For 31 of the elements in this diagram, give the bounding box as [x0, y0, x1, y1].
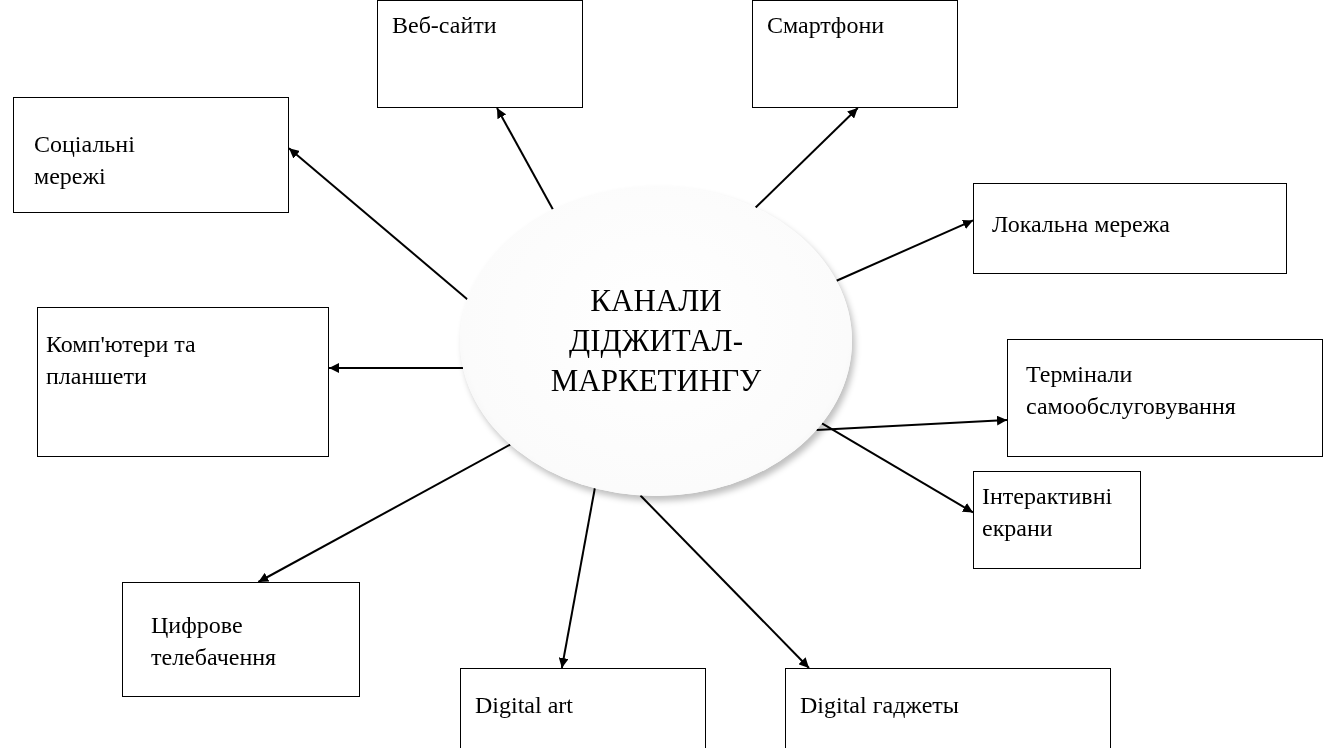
- arrow: [558, 487, 596, 669]
- arrow: [257, 443, 512, 583]
- channel-box: [785, 668, 1111, 748]
- channel-box: [377, 0, 583, 108]
- channel-box: [122, 582, 360, 697]
- channel-label: Digital гаджеты: [800, 691, 960, 720]
- channel-label: Соціальні мережі: [34, 130, 136, 192]
- ellipse-title: КАНАЛИ ДІДЖИТАЛ-МАРКЕТИНГУ: [549, 281, 763, 401]
- arrow: [496, 107, 554, 211]
- arrow: [821, 422, 974, 514]
- channel-box: [973, 183, 1287, 274]
- channel-box: [973, 471, 1141, 569]
- channel-box: [752, 0, 958, 108]
- channel-box: [460, 668, 706, 748]
- arrow: [639, 494, 810, 669]
- arrow: [815, 415, 1008, 431]
- channel-label: Інтерактивні екрани: [982, 482, 1114, 544]
- arrow: [754, 107, 859, 209]
- arrow: [328, 363, 464, 373]
- channel-label: Смартфони: [767, 11, 886, 40]
- channel-label: Digital art: [475, 691, 574, 720]
- channel-label: Локальна мережа: [992, 210, 1171, 239]
- channel-label: Комп'ютери та планшети: [46, 330, 197, 392]
- arrow: [288, 147, 469, 301]
- arrow: [835, 219, 974, 282]
- channel-label: Веб-сайти: [392, 11, 498, 40]
- channel-box: [1007, 339, 1323, 457]
- channel-label: Термінали самообслуговування: [1026, 360, 1237, 422]
- channel-box: [37, 307, 329, 457]
- channel-label: Цифрове телебачення: [151, 611, 278, 673]
- channel-box: [13, 97, 289, 213]
